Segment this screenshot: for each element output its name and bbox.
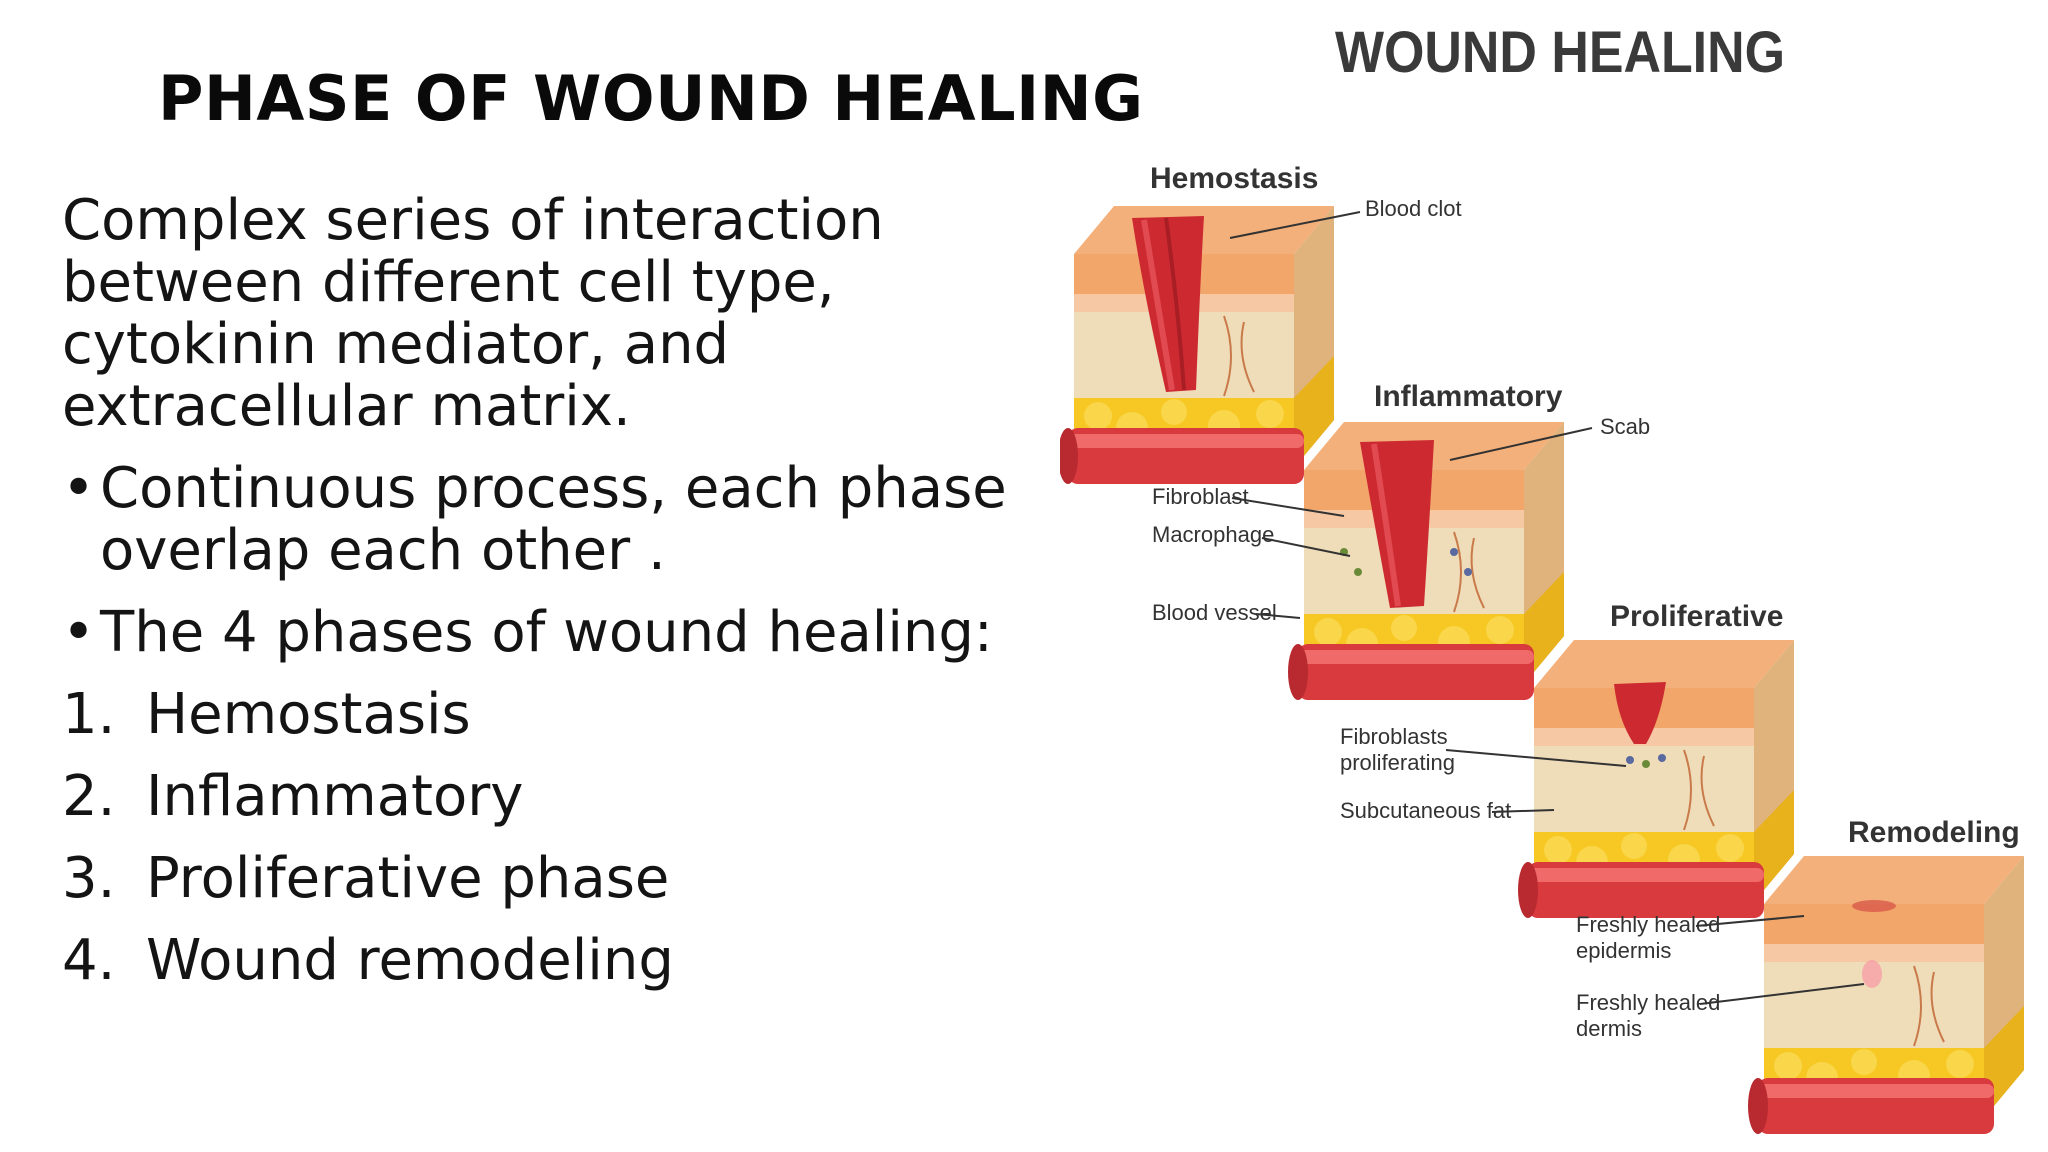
panel-title: Inflammatory [1374,380,1563,413]
label-subcutaneous-fat: Subcutaneous fat [1340,798,1511,823]
phase-item-proliferative: 3. Proliferative phase [62,848,1042,910]
label-freshly-healed-epidermis-1: Freshly healed [1576,912,1720,937]
phase-item-remodeling: 4. Wound remodeling [62,930,1042,992]
bullet-four-phases: • The 4 phases of wound healing: [62,602,1042,664]
slide-title: PHASE OF WOUND HEALING [158,62,1144,135]
label-proliferating: proliferating [1340,750,1455,775]
phase-number: 2. [62,764,116,829]
phase-label: Hemostasis [146,682,471,747]
phase-number: 4. [62,928,116,993]
phase-item-inflammatory: 2. Inflammatory [62,766,1042,828]
figure-title: WOUND HEALING [1335,20,1785,85]
bullet-mark: • [62,456,96,521]
bullet-continuous-process: • Continuous process, each phase overlap… [62,458,1042,582]
panel-hemostasis: Hemostasis Blood clot [1060,162,1462,485]
panel-title: Proliferative [1610,600,1783,633]
phase-label: Proliferative phase [146,846,670,911]
label-freshly-healed-dermis-1: Freshly healed [1576,990,1720,1015]
bullet-text: The 4 phases of wound healing: [100,600,993,665]
label-scab: Scab [1600,414,1650,439]
panel-remodeling: Remodeling Freshly healed epidermis Fres… [1576,816,2025,1135]
label-blood-clot: Blood clot [1365,196,1462,221]
panel-proliferative: Proliferative Fibroblasts proliferating … [1340,600,1795,919]
label-macrophage: Macrophage [1152,522,1274,547]
wound-healing-illustration: WOUND HEALING Hemostasis Blood clot Infl… [1060,20,2025,1135]
label-fibroblasts: Fibroblasts [1340,724,1448,749]
bullet-text: Continuous process, each phase overlap e… [100,456,1007,583]
phase-item-hemostasis: 1. Hemostasis [62,684,1042,746]
label-fibroblast: Fibroblast [1152,484,1249,509]
slide-body: Complex series of interaction between di… [62,190,1042,1012]
intro-paragraph: Complex series of interaction between di… [62,188,884,439]
phase-number: 1. [62,682,116,747]
panel-title: Remodeling [1848,816,2020,849]
panel-title: Hemostasis [1150,162,1318,195]
label-blood-vessel: Blood vessel [1152,600,1277,625]
bullet-mark: • [62,600,96,665]
phase-label: Wound remodeling [146,928,674,993]
phase-label: Inflammatory [146,764,524,829]
panel-inflammatory: Inflammatory Scab Fibroblast Macrophage … [1152,380,1650,701]
phase-number: 3. [62,846,116,911]
label-freshly-healed-epidermis-2: epidermis [1576,938,1671,963]
label-freshly-healed-dermis-2: dermis [1576,1016,1642,1041]
